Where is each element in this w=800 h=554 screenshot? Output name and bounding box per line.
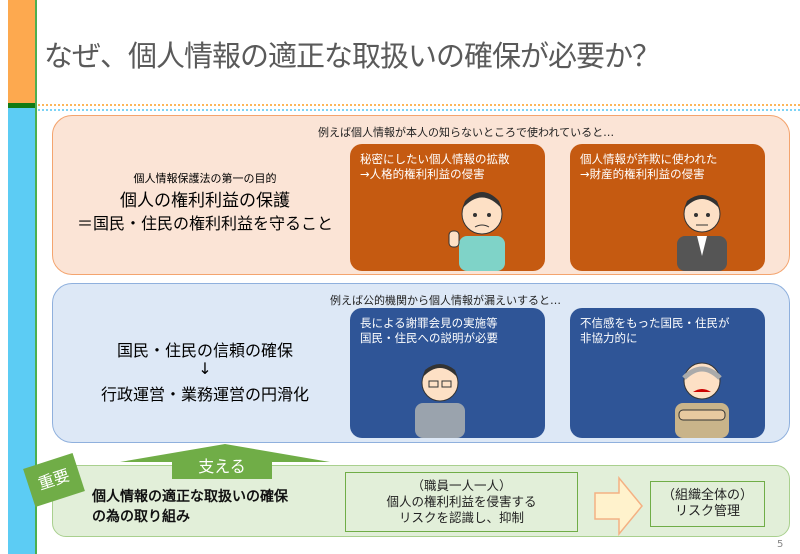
worried-man-illustration: [448, 192, 505, 271]
org-risk-box: （組織全体の） リスク管理: [650, 481, 765, 527]
arrow-down: ↓: [198, 359, 212, 378]
angry-elder-illustration: [675, 362, 729, 438]
support-label: 支える: [172, 455, 272, 479]
businessman-illustration: [677, 195, 727, 271]
card-line: 個人情報が詐欺に使われた: [580, 152, 718, 166]
purpose-sub: ＝国民・住民の権利利益を守ること: [76, 214, 333, 233]
divider-blue: [38, 109, 800, 111]
box-line: （職員一人一人）: [411, 478, 512, 493]
section2-caption: 例えば公的機関から個人情報が漏えいすると…: [330, 294, 561, 307]
box-line: （組織全体の）: [661, 488, 753, 503]
box-line: リスクを認識し、抑制: [398, 510, 524, 525]
accent-bar-orange: [8, 0, 35, 103]
trust-line1: 国民・住民の信頼の確保: [116, 341, 293, 360]
card-line: 不信感をもった国民・住民が: [580, 316, 730, 330]
privacy-spread-card: 秘密にしたい個人情報の拡散 →人格的権利利益の侵害: [350, 144, 545, 271]
slide-title: なぜ、個人情報の適正な取扱いの確保が必要か？: [44, 39, 661, 73]
card-line: 長による謝罪会見の実施等: [360, 316, 498, 330]
card-line: →財産的権利利益の侵害: [580, 167, 705, 181]
divider-orange: [38, 104, 800, 106]
purpose-subtitle: 個人情報保護法の第一の目的: [133, 172, 277, 185]
apology-card: 長による謝罪会見の実施等 国民・住民への説明が必要: [350, 308, 545, 438]
right-arrow-icon: [594, 476, 643, 536]
vertical-rule: [35, 0, 37, 554]
fraud-card: 個人情報が詐欺に使われた →財産的権利利益の侵害: [570, 144, 765, 271]
card-line: 秘密にしたい個人情報の拡散: [360, 152, 510, 166]
apologizing-official-illustration: [415, 364, 465, 438]
purpose-main: 個人の権利利益の保護: [120, 191, 290, 211]
page-number: 5: [777, 539, 784, 550]
accent-bar-divider: [8, 103, 35, 108]
card-line: 国民・住民への説明が必要: [360, 331, 498, 345]
distrust-card: 不信感をもった国民・住民が 非協力的に: [570, 308, 765, 438]
individual-risk-box: （職員一人一人） 個人の権利利益を侵害する リスクを認識し、抑制: [345, 472, 578, 532]
card-line: →人格的権利利益の侵害: [360, 167, 485, 181]
section1-caption: 例えば個人情報が本人の知らないところで使われていると…: [318, 126, 615, 139]
trust-line2: 行政運営・業務運営の円滑化: [100, 385, 309, 404]
box-line: リスク管理: [674, 504, 740, 519]
card-line: 非協力的に: [580, 331, 638, 345]
initiative-line1: 個人情報の適正な取扱いの確保: [92, 489, 288, 505]
box-line: 個人の権利利益を侵害する: [386, 494, 537, 509]
initiative-line2: の為の取り組み: [92, 509, 190, 525]
